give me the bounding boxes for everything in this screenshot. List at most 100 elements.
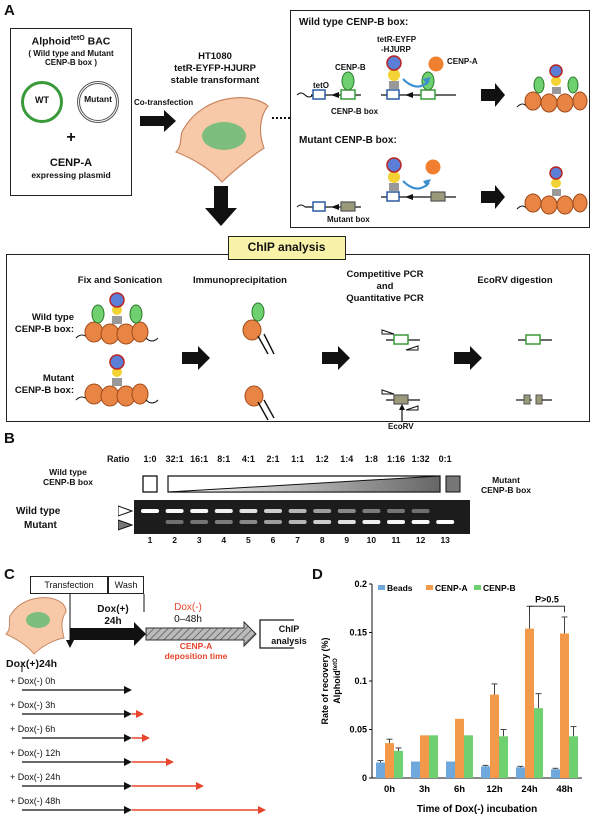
chip-line2: analysis xyxy=(271,636,307,646)
ratio-label-3: 16:1 xyxy=(190,454,209,464)
band-wt-lane-5 xyxy=(239,509,258,513)
panel-a-letter: A xyxy=(4,2,15,19)
band-wt-lane-7 xyxy=(288,509,307,513)
row-header: Dox(+)24h xyxy=(6,658,58,670)
row-red-head-5 xyxy=(258,806,266,814)
band-mut-lane-7 xyxy=(288,520,307,524)
ratio-label: Ratio xyxy=(107,454,130,464)
band-wt-label: Wild type xyxy=(16,506,61,517)
mut-box-title: Mutant CENP-B box: xyxy=(299,135,397,146)
legend-label-1: CENP-A xyxy=(435,583,468,593)
cotransfection-arrow xyxy=(140,110,176,132)
bac-title: AlphoidtetO BAC xyxy=(31,35,111,48)
wt-plasmid-circle xyxy=(21,81,63,123)
band-wt-lane-8 xyxy=(313,509,332,513)
row-wt-line2: CENP-B box: xyxy=(14,324,74,335)
band-wt-lane-4 xyxy=(214,509,233,513)
cenpb-label: CENP-B xyxy=(335,63,366,72)
cenpb-protein-1 xyxy=(341,71,355,91)
bar-beads-12h xyxy=(481,766,490,778)
gel-image xyxy=(134,500,470,534)
x-tick-label-6h: 6h xyxy=(454,784,465,795)
band-mut-lane-11 xyxy=(387,520,405,524)
plus-sign: + xyxy=(66,129,76,146)
band-wt-lane-6 xyxy=(264,509,282,513)
legend-swatch-2 xyxy=(474,585,481,590)
significance-label: P>0.5 xyxy=(535,594,559,604)
panel-d-letter: D xyxy=(312,566,323,583)
legend-swatch-1 xyxy=(426,585,433,590)
mutant-label: Mutant xyxy=(84,94,112,104)
bar-beads-48h xyxy=(551,769,560,778)
mutant-plasmid-circle xyxy=(77,81,119,123)
row-red-head-2 xyxy=(142,734,150,742)
chip-title-box: ChIP analysis xyxy=(228,236,346,260)
transfection-box: Transfection xyxy=(30,576,108,594)
row-red-head-4 xyxy=(196,782,204,790)
y-tick-label-1: 0.05 xyxy=(349,725,367,735)
bar-beads-0h xyxy=(376,762,385,778)
band-mut-lane-4 xyxy=(214,520,233,524)
lane-number-2: 2 xyxy=(172,535,177,545)
dotted-connector xyxy=(272,117,290,119)
cenpa-circle-1 xyxy=(428,56,444,72)
timeline-svg xyxy=(5,594,294,814)
cotransfection-label: Co-transfection xyxy=(134,98,194,107)
x-tick-label-48h: 48h xyxy=(556,784,573,795)
ratio-label-12: 1:32 xyxy=(411,454,430,464)
row-mut-line2: CENP-B box: xyxy=(14,385,74,396)
band-wt-lane-3 xyxy=(190,509,209,513)
band-mut-lane-2 xyxy=(165,520,184,524)
bar-cenp-b-6h xyxy=(464,735,473,778)
mut-header-line1: Mutant xyxy=(492,475,520,485)
significance-bracket xyxy=(529,605,565,613)
bar-cenp-b-24h xyxy=(534,708,543,778)
band-wt-lane-9 xyxy=(337,509,356,513)
bar-cenp-b-12h xyxy=(499,736,508,778)
x-tick-label-12h: 12h xyxy=(486,784,503,795)
down-arrow xyxy=(205,186,237,226)
ratio-label-13: 0:1 xyxy=(438,454,452,464)
row-label-2: + Dox(-) 6h xyxy=(10,724,56,734)
cenpb-scheme-svg xyxy=(296,55,588,215)
x-tick-label-24h: 24h xyxy=(521,784,538,795)
bac-box: AlphoidtetO BAC ( Wild type and Mutant C… xyxy=(10,28,132,196)
legend-swatch-0 xyxy=(378,585,385,590)
row-label-0: + Dox(-) 0h xyxy=(10,676,56,686)
doxplus-line2: 24h xyxy=(104,616,122,627)
ratio-label-9: 1:4 xyxy=(340,454,354,464)
wash-box: Wash xyxy=(108,576,144,594)
step4-label: EcoRV digestion xyxy=(477,275,553,286)
panel-b-letter: B xyxy=(4,430,15,447)
bar-cenp-b-0h xyxy=(394,750,403,778)
band-mut-lane-10 xyxy=(362,520,381,524)
ratio-label-2: 32:1 xyxy=(165,454,184,464)
bar-cenp-a-12h xyxy=(490,694,499,778)
bar-cenp-b-3h xyxy=(429,735,438,778)
teto-label: tetO xyxy=(313,81,329,90)
tetr-label-line2: -HJURP xyxy=(381,45,411,54)
row-red-head-3 xyxy=(166,758,174,766)
ratio-label-11: 1:16 xyxy=(386,454,405,464)
lane-number-12: 12 xyxy=(415,535,426,545)
y-tick-label-4: 0.2 xyxy=(354,579,367,589)
bar-beads-6h xyxy=(446,761,455,778)
row-black-head-4 xyxy=(124,782,132,790)
row-wt-line1: Wild type xyxy=(31,312,74,323)
doxplus-line1: Dox(+) xyxy=(97,604,129,615)
teto-box-1 xyxy=(312,89,326,100)
doxminus-line1: Dox(-) xyxy=(174,602,202,613)
lane-number-9: 9 xyxy=(344,535,350,545)
wt-header-line1: Wild type xyxy=(49,467,87,477)
bar-cenp-a-0h xyxy=(385,743,394,778)
cenpa-label: CENP-A xyxy=(447,57,478,66)
wt-label: WT xyxy=(35,95,49,105)
legend-label-2: CENP-B xyxy=(483,583,516,593)
deposition-line2: deposition time xyxy=(164,651,228,661)
row-black-head-0 xyxy=(124,686,132,694)
lane-number-11: 11 xyxy=(391,535,401,545)
band-wt-lane-2 xyxy=(165,509,184,513)
band-mut-label: Mutant xyxy=(24,520,57,531)
band-markers xyxy=(118,505,134,531)
